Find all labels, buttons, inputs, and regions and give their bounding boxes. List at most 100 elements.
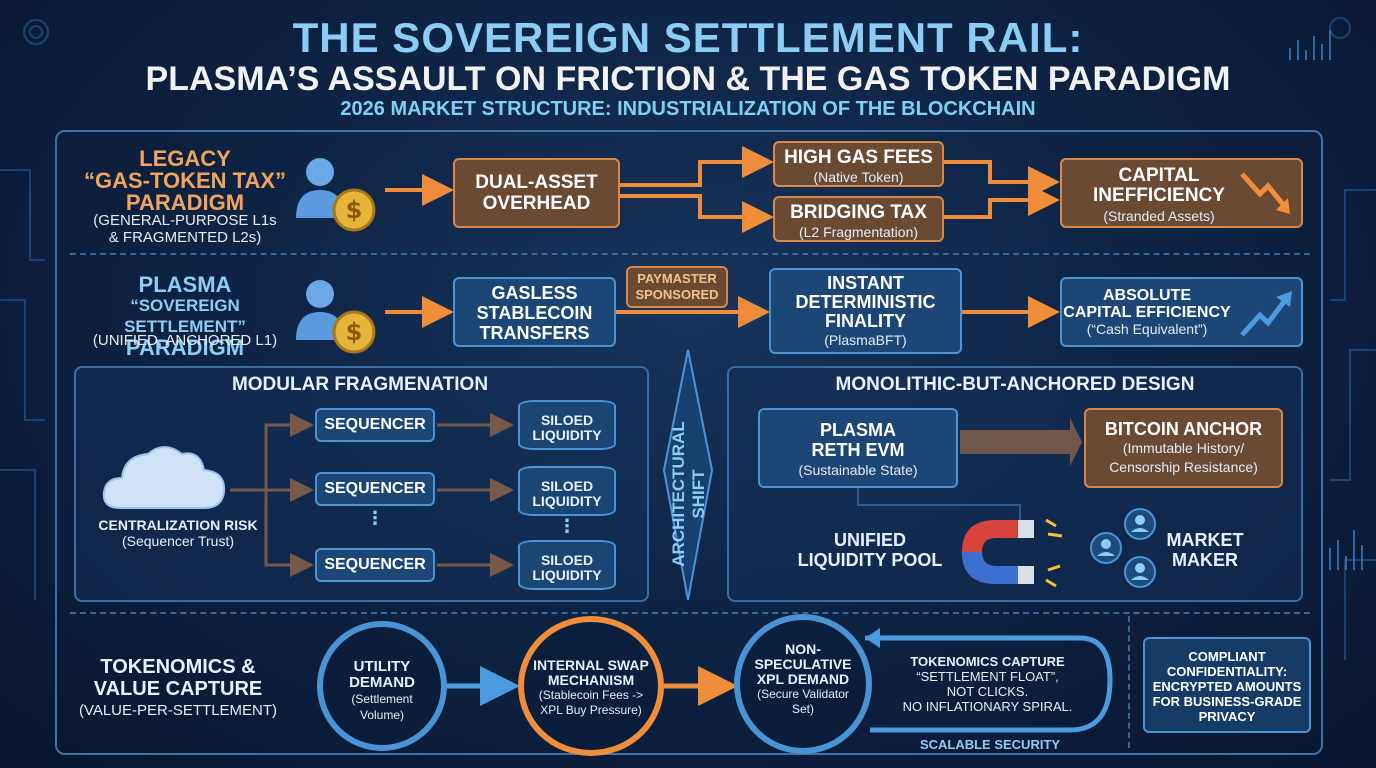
siloed-3-line2: LIQUIDITY: [532, 567, 602, 583]
xpl-line1: NON-: [785, 641, 821, 657]
sequencer-1: SEQUENCER: [315, 408, 435, 442]
pool-line2: LIQUIDITY POOL: [797, 550, 943, 570]
utility-demand-circle: UTILITY DEMAND (Settlement Volume): [317, 621, 447, 751]
architectural-shift-label: ARCHITECTURAL SHIFT: [669, 421, 708, 567]
plasma-heading-2: “SOVEREIGN SETTLEMENT”: [124, 296, 246, 336]
high-gas-title: HIGH GAS FEES: [784, 147, 933, 168]
reth-line2: RETH EVM: [811, 440, 905, 460]
high-gas-sub: (Native Token): [813, 169, 904, 185]
cap-line2: INEFFICIENCY: [1093, 185, 1225, 206]
capture-line2: “SETTLEMENT FLOAT”,: [916, 669, 1059, 684]
plasma-heading-1: PLASMA: [138, 272, 232, 297]
market-structure-caption: 2026 MARKET STRUCTURE: INDUSTRIALIZATION…: [340, 98, 1036, 120]
siloed-liquidity-3: SILOED LIQUIDITY: [518, 540, 616, 590]
instant-finality-box: INSTANT DETERMINISTIC FINALITY (PlasmaBF…: [769, 268, 962, 354]
reth-line1: PLASMA: [820, 420, 896, 440]
centralization-risk: CENTRALIZATION RISK (Sequencer Trust): [80, 517, 276, 549]
bridging-tax-box: BRIDGING TAX (L2 Fragmentation): [773, 196, 944, 242]
xpl-line3: XPL DEMAND: [756, 671, 850, 687]
cloud-icon: [102, 446, 226, 509]
reth-sub: (Sustainable State): [798, 462, 918, 478]
main-title: THE SOVEREIGN SETTLEMENT RAIL:: [292, 14, 1084, 61]
market-maker-label: MARKET MAKER: [1160, 530, 1250, 570]
plasma-subtitle: (UNIFIED, ANCHORED L1): [92, 332, 278, 349]
compliant-confidentiality-box: COMPLIANT CONFIDENTIALITY: ENCRYPTED AMO…: [1143, 637, 1311, 733]
siloed-liquidity-2: SILOED LIQUIDITY: [518, 466, 616, 516]
plasma-user-coin-icon: $: [296, 280, 376, 354]
comp-line3: ENCRYPTED AMOUNTS: [1152, 679, 1302, 694]
up-trend-icon: [1240, 291, 1292, 337]
bridging-title: BRIDGING TAX: [790, 202, 927, 223]
capture-line4: NO INFLATIONARY SPIRAL.: [902, 699, 1073, 714]
pool-line1: UNIFIED: [834, 530, 906, 550]
tokenomics-sub: (VALUE-PER-SETTLEMENT): [78, 702, 278, 719]
bitcoin-anchor-box: BITCOIN ANCHOR (Immutable History/ Censo…: [1084, 408, 1283, 488]
siloed-2-line2: LIQUIDITY: [532, 493, 602, 509]
finality-line1: INSTANT: [827, 273, 904, 293]
dual-asset-line2: OVERHEAD: [482, 193, 591, 214]
swap-line2: MECHANISM: [547, 672, 635, 688]
legacy-subtitle: (GENERAL-PURPOSE L1s & FRAGMENTED L2s): [70, 212, 300, 246]
tokenomics-divider: [70, 612, 1310, 614]
tokenomics-heading: TOKENOMICS & VALUE CAPTURE (VALUE-PER-SE…: [68, 656, 288, 722]
cap-line1: CAPITAL: [1118, 165, 1200, 186]
util-sub1: (Settlement: [351, 692, 413, 706]
xpl-sub1: (Secure Validator: [757, 687, 849, 701]
absolute-efficiency-box: ABSOLUTE CAPITAL EFFICIENCY (“Cash Equiv…: [1060, 277, 1303, 347]
comp-line5: PRIVACY: [1198, 709, 1256, 724]
siloed-1-line2: LIQUIDITY: [532, 427, 602, 443]
paymaster-line2: SPONSORED: [635, 287, 719, 302]
finality-line3: FINALITY: [825, 311, 906, 331]
paymaster-line1: PAYMASTER: [637, 271, 717, 286]
legacy-heading: LEGACY “GAS-TOKEN TAX” PARADIGM: [70, 148, 300, 214]
finality-line2: DETERMINISTIC: [795, 292, 936, 312]
btc-title: BITCOIN ANCHOR: [1104, 419, 1263, 439]
compliance-divider: [1128, 616, 1130, 748]
cap-sub: (Stranded Assets): [1103, 208, 1215, 224]
swap-sub1: (Stablecoin Fees ->: [538, 688, 644, 702]
tokenomics-capture-text: TOKENOMICS CAPTURE “SETTLEMENT FLOAT”, N…: [885, 654, 1090, 714]
monolithic-title: MONOLITHIC-BUT-ANCHORED DESIGN: [835, 374, 1195, 395]
bridging-sub: (L2 Fragmentation): [798, 224, 919, 240]
legacy-heading-1: LEGACY: [139, 146, 231, 171]
gasless-transfers-box: GASLESS STABLECOIN TRANSFERS: [453, 277, 616, 347]
magnet-icon: [962, 518, 1063, 588]
legacy-sub-1: (GENERAL-PURPOSE L1s: [93, 212, 277, 229]
siloed-1-line1: SILOED: [540, 412, 594, 428]
util-line2: DEMAND: [349, 674, 415, 691]
dual-asset-line1: DUAL-ASSET: [475, 172, 598, 193]
legacy-sub-2: & FRAGMENTED L2s): [108, 229, 262, 246]
people-icon: [1090, 508, 1156, 588]
comp-line4: FOR BUSINESS-GRADE: [1152, 694, 1302, 709]
row-divider: [70, 253, 1310, 255]
centralization-label: CENTRALIZATION RISK: [98, 517, 258, 533]
siloed-3-line1: SILOED: [540, 552, 594, 568]
paymaster-badge: PAYMASTER SPONSORED: [626, 266, 728, 308]
util-sub2: Volume): [359, 708, 405, 722]
abs-line1: ABSOLUTE: [1103, 287, 1191, 304]
btc-sub1: (Immutable History/: [1122, 440, 1245, 456]
down-trend-icon: [1240, 172, 1290, 214]
siloed-liquidity-1: SILOED LIQUIDITY: [518, 400, 616, 450]
scalable-security-label: SCALABLE SECURITY: [919, 737, 1061, 752]
tokenomics-title1: TOKENOMICS &: [100, 656, 256, 678]
siloed-2-line1: SILOED: [540, 478, 594, 494]
diagram-frame: [55, 130, 1323, 755]
sequencer-3: SEQUENCER: [315, 548, 435, 582]
abs-line2: CAPITAL EFFICIENCY: [1063, 304, 1231, 321]
svg-text:$: $: [346, 318, 363, 346]
centralization-sub: (Sequencer Trust): [121, 533, 235, 549]
xpl-line2: SPECULATIVE: [754, 656, 852, 672]
legacy-heading-2: “GAS-TOKEN TAX”: [83, 168, 287, 193]
high-gas-fees-box: HIGH GAS FEES (Native Token): [773, 141, 944, 187]
swap-sub2: XPL Buy Pressure): [540, 703, 642, 717]
comp-line2: CONFIDENTIALITY:: [1166, 664, 1288, 679]
abs-sub: (“Cash Equivalent”): [1086, 321, 1208, 337]
dual-asset-box: DUAL-ASSET OVERHEAD: [453, 158, 620, 228]
siloed-ellipsis: ⋮: [558, 516, 576, 536]
btc-sub2: Censorship Resistance): [1109, 459, 1258, 475]
plasma-heading-3: PARADIGM: [125, 335, 245, 360]
gasless-line2: STABLECOIN: [476, 303, 593, 323]
xpl-demand-circle: NON- SPECULATIVE XPL DEMAND (Secure Vali…: [734, 614, 872, 754]
mm-line2: MAKER: [1172, 550, 1238, 570]
